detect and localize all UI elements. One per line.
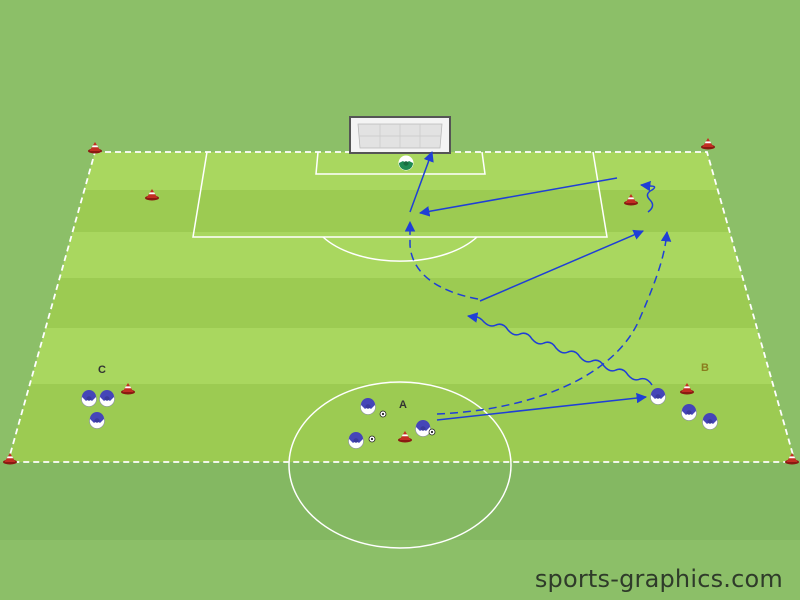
- ball-icon: [428, 428, 436, 436]
- player-icon: [681, 403, 697, 421]
- player-icon: [99, 389, 115, 407]
- player-icon: [650, 387, 666, 405]
- player-icon: [702, 412, 718, 430]
- pass-arrow: [479, 229, 644, 302]
- field-markings: [192, 151, 608, 549]
- goalkeeper-icon: [398, 155, 414, 171]
- grass-band-lower: [0, 462, 800, 540]
- run-arrow-dashed: [436, 230, 672, 415]
- center-circle: [288, 381, 512, 549]
- pass-arrow: [418, 177, 618, 217]
- movement-arrows: [404, 151, 672, 421]
- player-icon: [89, 411, 105, 429]
- goal-icon: [349, 116, 451, 154]
- dribble-arrow-wavy: [466, 312, 653, 386]
- penalty-arc: [322, 236, 478, 262]
- player-icon: [360, 397, 376, 415]
- player-icon: [415, 419, 431, 437]
- watermark: sports-graphics.com: [535, 565, 783, 593]
- penalty-box: [192, 151, 608, 238]
- shot-arrow: [409, 151, 434, 213]
- curl-arrow: [639, 180, 656, 213]
- group-label-c: C: [98, 364, 106, 376]
- player-icon: [348, 431, 364, 449]
- player-icon: [81, 389, 97, 407]
- run-arrow-dashed: [404, 220, 479, 300]
- group-label-b: B: [701, 362, 709, 374]
- group-label-a: A: [399, 399, 407, 411]
- ball-icon: [379, 410, 387, 418]
- goal-area: [315, 151, 486, 175]
- pass-arrow: [436, 392, 648, 421]
- playing-area: [8, 152, 795, 462]
- ball-icon: [368, 435, 376, 443]
